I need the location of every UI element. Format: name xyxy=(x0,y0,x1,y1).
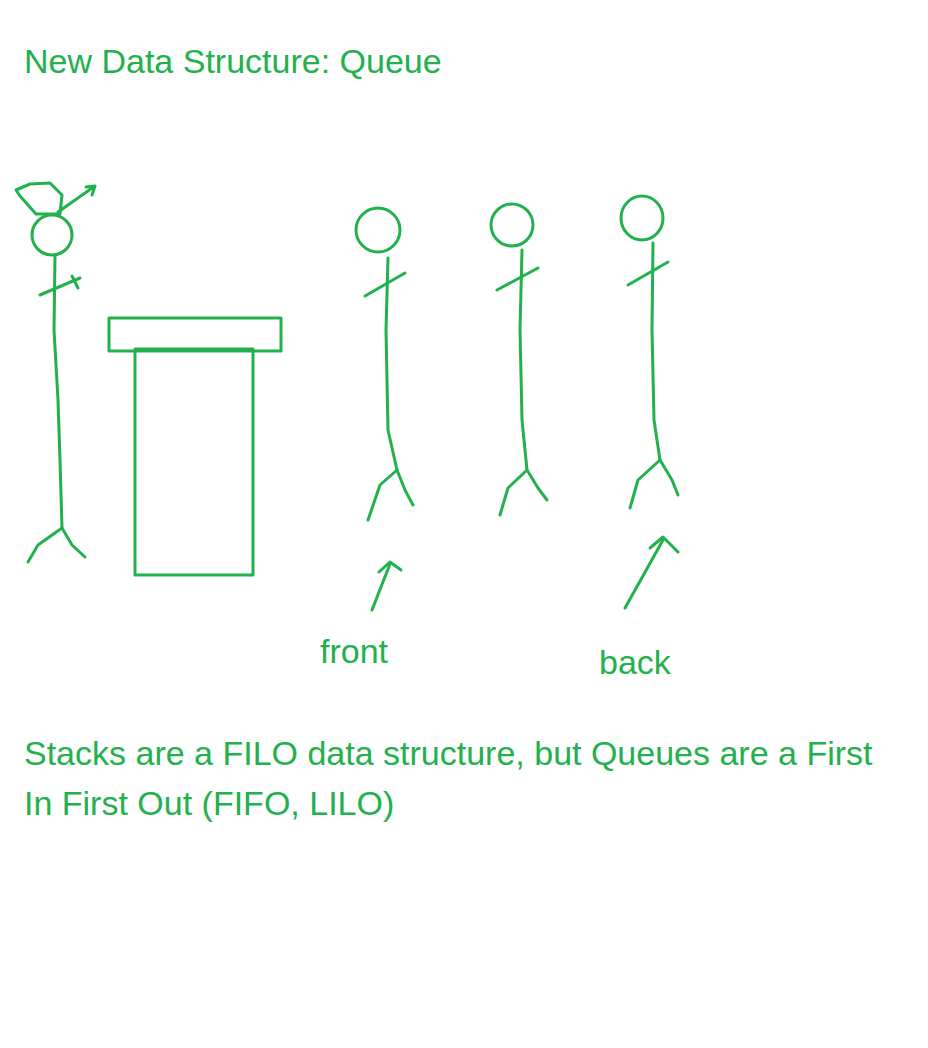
cashier-figure xyxy=(16,183,95,562)
queue-end-label: back xyxy=(599,637,671,687)
person-figure xyxy=(491,204,547,515)
person-figure xyxy=(621,196,678,508)
counter xyxy=(109,318,281,575)
leader-arrow xyxy=(372,562,401,610)
leader-arrow xyxy=(625,537,678,608)
queue-end-label: front xyxy=(320,626,388,676)
person-figure xyxy=(356,208,413,520)
title: New Data Structure: Queue xyxy=(24,36,442,86)
note: Stacks are a FILO data structure, but Qu… xyxy=(24,728,904,828)
